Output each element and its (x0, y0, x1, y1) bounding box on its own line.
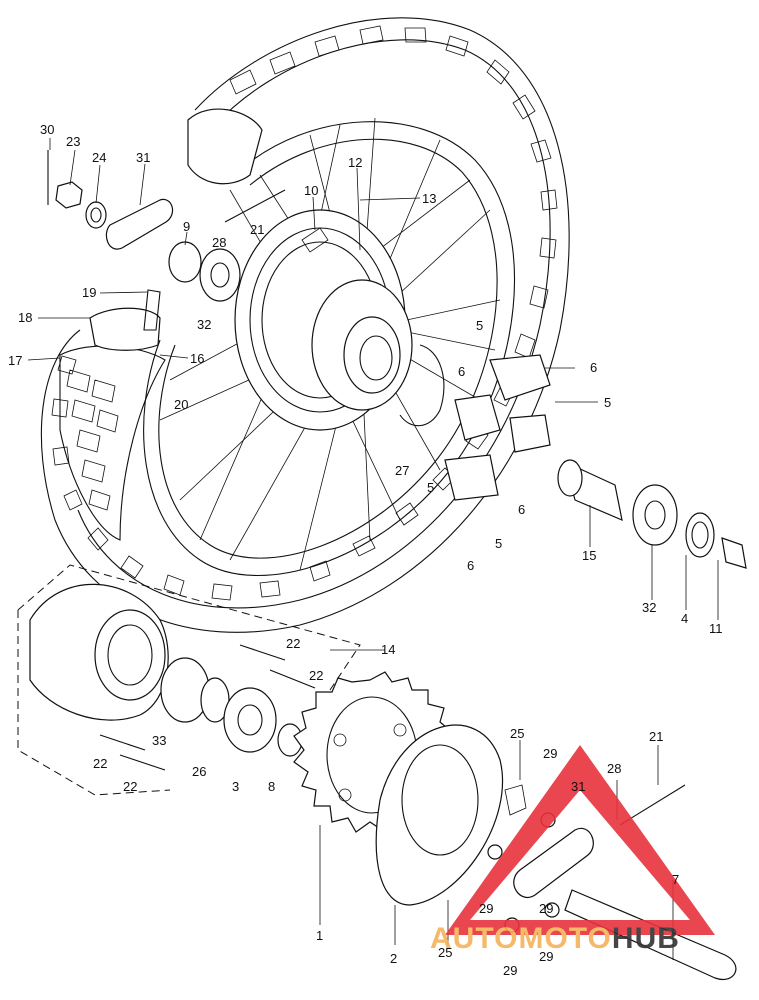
part-label: 6 (467, 558, 474, 573)
right-axle-parts (399, 344, 747, 569)
part-label: 22 (93, 756, 107, 771)
part-label: 27 (395, 463, 409, 478)
part-label: 6 (458, 364, 465, 379)
part-label: 31 (571, 779, 585, 794)
part-label: 32 (197, 317, 211, 332)
part-labels: 30 23 24 31 12 10 13 9 21 28 19 18 32 17… (8, 122, 723, 978)
watermark-triangle-logo (445, 745, 715, 935)
part-label: 32 (642, 600, 656, 615)
watermark-text-dark: HUB (612, 922, 680, 955)
part-label: 12 (348, 155, 362, 170)
part-label: 33 (152, 733, 166, 748)
part-label: 8 (268, 779, 275, 794)
part-label: 2 (390, 951, 397, 966)
part-label: 3 (232, 779, 239, 794)
part-label: 5 (604, 395, 611, 410)
leader-lines (27, 138, 719, 960)
part-label: 4 (681, 611, 688, 626)
part-label: 22 (309, 668, 323, 683)
watermark: AUTOMOTOHUB (430, 745, 715, 955)
hub (234, 209, 413, 431)
part-label: 24 (92, 150, 106, 165)
part-label: 17 (8, 353, 22, 368)
part-label: 21 (649, 729, 663, 744)
part-label: 6 (590, 360, 597, 375)
watermark-text-accent: AUTOMOTO (430, 922, 612, 955)
part-label: 10 (304, 183, 318, 198)
part-label: 5 (495, 536, 502, 551)
part-label: 13 (422, 191, 436, 206)
part-label: 15 (582, 548, 596, 563)
part-label: 22 (286, 636, 300, 651)
inner-tube (59, 289, 166, 541)
part-label: 25 (510, 726, 524, 741)
part-label: 5 (476, 318, 483, 333)
part-label: 25 (438, 945, 452, 960)
part-label: 6 (518, 502, 525, 517)
tyre (40, 17, 570, 633)
part-label: 22 (123, 779, 137, 794)
part-label: 9 (183, 219, 190, 234)
part-label: 28 (212, 235, 226, 250)
part-label: 26 (192, 764, 206, 779)
part-label: 23 (66, 134, 80, 149)
part-label: 29 (539, 901, 553, 916)
left-axle-parts (47, 108, 329, 302)
svg-text:AUTOMOTOHUB: AUTOMOTOHUB (430, 922, 680, 955)
part-label: 31 (136, 150, 150, 165)
part-label: 29 (539, 949, 553, 964)
part-label: 28 (607, 761, 621, 776)
part-label: 29 (479, 901, 493, 916)
part-label: 14 (381, 642, 395, 657)
part-label: 19 (82, 285, 96, 300)
part-label: 1 (316, 928, 323, 943)
part-label: 29 (503, 963, 517, 978)
part-label: 21 (250, 222, 264, 237)
part-label: 5 (427, 480, 434, 495)
part-label: 20 (174, 397, 188, 412)
part-label: 30 (40, 122, 54, 137)
part-label: 18 (18, 310, 32, 325)
part-label: 29 (543, 746, 557, 761)
part-label: 7 (672, 872, 679, 887)
part-label: 11 (709, 621, 723, 636)
part-label: 16 (190, 351, 204, 366)
lock-plate (375, 724, 527, 906)
sprocket-hub-group (17, 564, 361, 796)
